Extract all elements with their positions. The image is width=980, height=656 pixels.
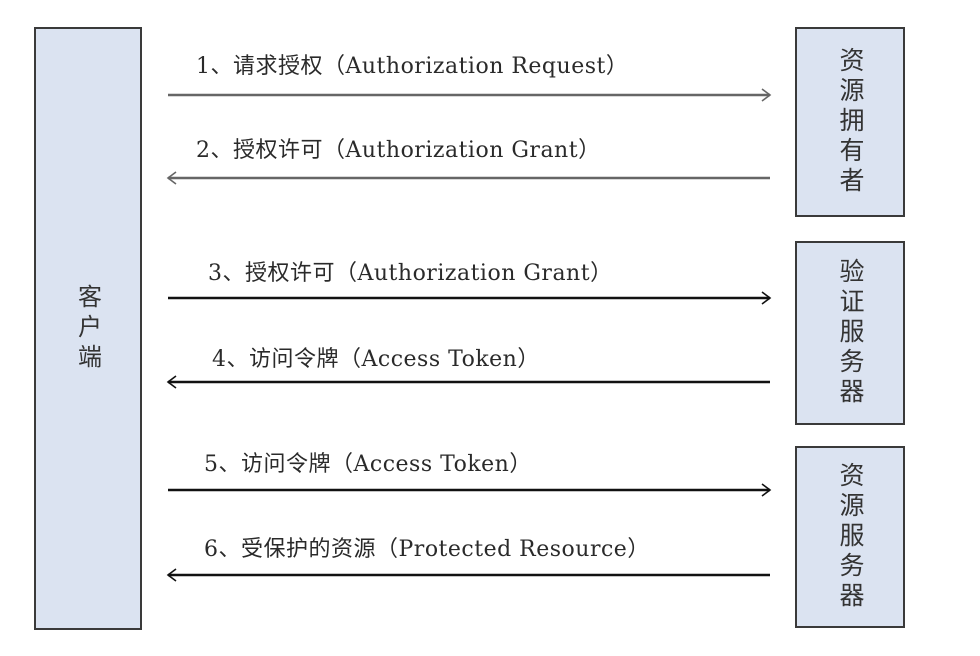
message-4-label: 4、访问令牌（Access Token） xyxy=(212,347,540,372)
message-2-label: 2、授权许可（Authorization Grant） xyxy=(196,138,601,163)
arrow-1-head xyxy=(761,88,772,102)
resource-owner-label: 资源拥有者 xyxy=(836,47,865,197)
message-5-label: 5、访问令牌（Access Token） xyxy=(204,452,532,477)
resource-server-label: 资源服务器 xyxy=(836,462,865,612)
arrow-6-head xyxy=(166,568,177,582)
message-3-label: 3、授权许可（Authorization Grant） xyxy=(208,261,613,286)
arrow-5-head xyxy=(761,483,772,497)
arrow-2-head xyxy=(166,171,177,185)
client-box: 客户端 xyxy=(34,27,142,630)
resource-owner-box: 资源拥有者 xyxy=(795,27,905,217)
client-label: 客户端 xyxy=(73,283,102,374)
arrow-4-head xyxy=(166,375,177,389)
auth-server-box: 验证服务器 xyxy=(795,241,905,425)
resource-server-box: 资源服务器 xyxy=(795,446,905,628)
message-6-label: 6、受保护的资源（Protected Resource） xyxy=(204,537,650,562)
arrow-3-head xyxy=(761,291,772,305)
message-1-label: 1、请求授权（Authorization Request） xyxy=(196,54,629,79)
auth-server-label: 验证服务器 xyxy=(836,258,865,408)
